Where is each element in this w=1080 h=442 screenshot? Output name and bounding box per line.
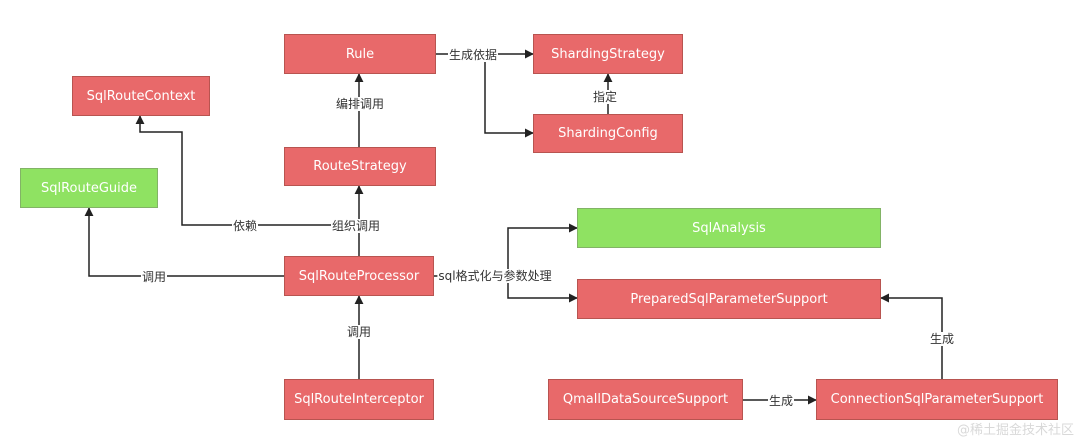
node-sql-route-processor[interactable]: SqlRouteProcessor — [284, 256, 434, 296]
node-connection-sql-parameter-support[interactable]: ConnectionSqlParameterSupport — [816, 379, 1058, 420]
label-connection-to-prepared: 生成 — [928, 332, 956, 346]
node-rule[interactable]: Rule — [284, 34, 436, 74]
node-sharding-strategy[interactable]: ShardingStrategy — [533, 34, 683, 74]
label-processor-to-context: 依赖 — [231, 219, 259, 233]
node-sql-analysis[interactable]: SqlAnalysis — [577, 208, 881, 248]
label-rule-to-strategy: 生成依据 — [447, 48, 499, 62]
edge-connection-to-prepared — [880, 293, 943, 379]
watermark: @稀土掘金技术社区 — [956, 423, 1074, 438]
edge-processor-to-prepared — [507, 276, 578, 303]
node-sql-route-interceptor[interactable]: SqlRouteInterceptor — [284, 379, 434, 420]
node-sql-route-context[interactable]: SqlRouteContext — [72, 76, 210, 116]
label-qmall-to-connection: 生成 — [767, 394, 795, 408]
label-processor-to-analysis: sql格式化与参数处理 — [437, 269, 553, 283]
edge-processor-to-guide — [84, 207, 284, 277]
edge-rule-to-config — [484, 54, 534, 138]
node-prepared-sql-parameter-support[interactable]: PreparedSqlParameterSupport — [577, 279, 881, 319]
label-route-strategy-to-rule: 编排调用 — [334, 97, 386, 111]
node-route-strategy[interactable]: RouteStrategy — [284, 147, 436, 186]
label-config-to-strategy: 指定 — [591, 90, 619, 104]
node-sql-route-guide[interactable]: SqlRouteGuide — [20, 168, 158, 208]
node-sharding-config[interactable]: ShardingConfig — [533, 114, 683, 153]
label-processor-to-guide: 调用 — [140, 270, 168, 284]
label-processor-to-route-strategy: 组织调用 — [330, 219, 382, 233]
node-qmall-data-source-support[interactable]: QmallDataSourceSupport — [548, 379, 743, 420]
label-interceptor-to-processor: 调用 — [345, 325, 373, 339]
